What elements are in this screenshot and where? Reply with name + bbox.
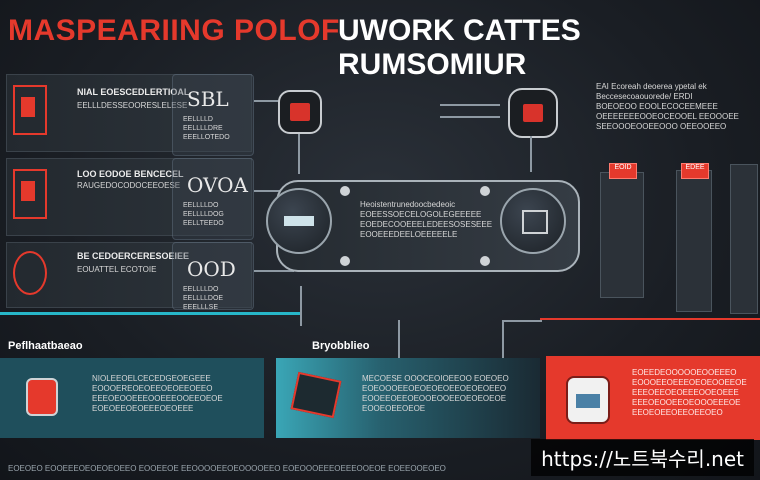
pin xyxy=(340,256,350,266)
watermark-url: https://노트북수리.net xyxy=(531,439,754,476)
shield-lock-icon xyxy=(508,88,558,138)
node-left xyxy=(266,188,332,254)
tile-sub-1: EELLLLD EELLLLDRE EEELLOTEDO xyxy=(183,116,230,141)
connector xyxy=(300,286,302,326)
row-card-3: BE CEDOERCERESOEIEE EOUATTEL ECOTOIE xyxy=(6,242,252,308)
panel-1-text: NIOLEEOELCECEDGEOEGEEE EOOOEREOEOEEOEOEE… xyxy=(92,374,223,413)
row-line2: EOUATTEL ECOTOIE xyxy=(77,265,157,274)
connector xyxy=(254,190,294,192)
right-text: EAI Ecoreah deoerea ypetal ek Beccesecoa… xyxy=(596,82,739,131)
badge-1: SBL xyxy=(187,87,229,111)
connector xyxy=(530,136,532,172)
badge-2: OVOA xyxy=(187,173,248,197)
red-divider xyxy=(540,318,760,320)
tile-sub-3: EELLLLDO EELLLLDOE EEELLLSE xyxy=(183,286,224,311)
teal-divider xyxy=(0,312,300,315)
section-label-1: Peflhaatbaeao xyxy=(8,340,83,352)
connector xyxy=(398,320,400,360)
row-line1: BE CEDOERCERESOEIEE xyxy=(77,251,190,261)
footer-text: EOEOEO EOOEEEOEOEOEOEEO EOOEEOE EEOOOOEE… xyxy=(8,464,446,473)
tower-cap: EDEE xyxy=(681,163,709,179)
server-tower-3 xyxy=(730,164,758,314)
pin xyxy=(480,186,490,196)
server-tower-1: EOID xyxy=(600,163,644,298)
row-line2: EELLLDESSEOORESLELESE xyxy=(77,101,188,110)
connector xyxy=(254,270,294,272)
center-text: Heoistentrunedoocbedeoic EOEESSOECELOGOL… xyxy=(360,200,493,239)
connector xyxy=(298,134,300,174)
connector xyxy=(440,116,500,118)
row-card-2: LOO EODOE BENCECEL RAUGEDOCODOCEEOESE xyxy=(6,158,252,236)
row-card-1: NIAL EOESCEDLERTIOAL EELLLDESSEOORESLELE… xyxy=(6,74,252,152)
row-line1: LOO EODOE BENCECEL xyxy=(77,169,184,179)
panel-3-text: EOEEDEOOOOOEOOEEEO EOOOEEOEEEOEOEOOEEOE … xyxy=(632,368,747,417)
info-tile-1: SBL EELLLLD EELLLLDRE EEELLOTEDO xyxy=(172,74,254,156)
shield-lock-icon xyxy=(278,90,322,134)
document-icon xyxy=(522,210,548,234)
connector xyxy=(440,104,500,106)
row-line1: NIAL EOESCEDLERTIOAL xyxy=(77,87,190,97)
gear-icon xyxy=(13,251,47,295)
server-icon xyxy=(13,169,47,219)
tower-cap: EOID xyxy=(609,163,637,179)
title-left: MASPEARIING POLOF xyxy=(8,14,340,47)
bottom-panel-2: MECOESE OOOCEOIOEEOO EOEOEO EOEOOOEEOEOE… xyxy=(276,358,540,438)
tile-sub-2: EELLLLDO EELLLLDOG EELLTEEDO xyxy=(183,202,224,227)
card-icon xyxy=(284,216,314,226)
bottom-panel-3: EOEEDEOOOOOEOOEEEO EOOOEEOEEEOEOEOOEEOE … xyxy=(546,356,760,440)
bottom-panel-1: NIOLEEOELCECEDGEOEGEEE EOOOEREOEOEEOEOEE… xyxy=(0,358,264,438)
server-icon xyxy=(13,85,47,135)
lock-icon xyxy=(26,378,58,416)
panel-2-text: MECOESE OOOCEOIOEEOO EOEOEO EOEOOOEEOEOE… xyxy=(362,374,509,413)
info-tile-2: OVOA EELLLLDO EELLLLDOG EELLTEEDO xyxy=(172,158,254,240)
section-label-2: Bryobblieo xyxy=(312,340,370,352)
server-tower-2: EDEE xyxy=(676,163,712,312)
badge-3: OOD xyxy=(187,257,236,281)
connector xyxy=(502,320,504,360)
row-line2: RAUGEDOCODOCEEOESE xyxy=(77,181,181,190)
connector xyxy=(254,100,294,102)
node-right xyxy=(500,188,566,254)
pin xyxy=(480,256,490,266)
title-right: UWORK CATTES RUMSOMIUR xyxy=(338,14,581,81)
connector xyxy=(502,320,542,322)
device-icon xyxy=(290,371,342,419)
info-tile-3: OOD EELLLLDO EELLLLDOE EEELLLSE xyxy=(172,242,254,311)
shield-grid-icon xyxy=(566,376,610,424)
pin xyxy=(340,186,350,196)
